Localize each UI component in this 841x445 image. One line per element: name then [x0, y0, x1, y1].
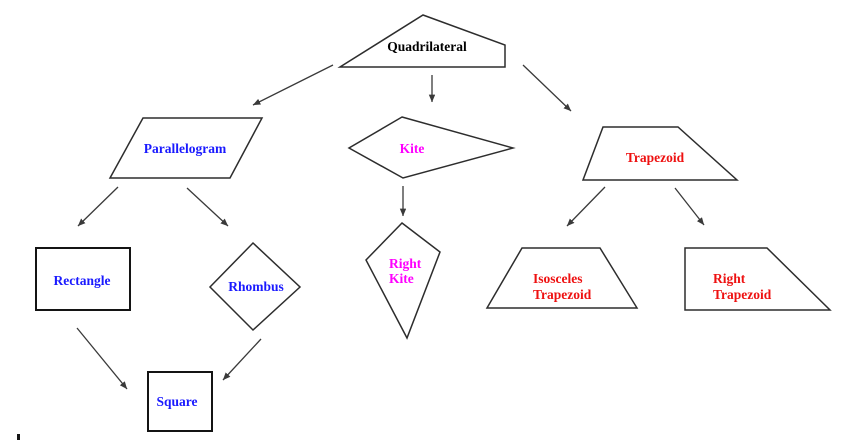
- stray-mark: [17, 434, 20, 440]
- arrow-quadrilateral-to-trapezoid: [522, 64, 572, 112]
- rhombus-label: Rhombus: [228, 279, 284, 294]
- square-shape: [147, 371, 213, 432]
- kite-label: Kite: [400, 141, 425, 156]
- right-kite-label-line2: Kite: [389, 271, 414, 286]
- arrow-parallelogram-to-rhombus: [186, 187, 229, 227]
- node-square: Square: [147, 371, 213, 432]
- parallelogram-shape: [108, 117, 264, 179]
- rectangle-shape: [35, 247, 131, 311]
- arrow-trapezoid-to-isosceles-trapezoid: [566, 186, 606, 227]
- arrow-trapezoid-to-right-trapezoid: [674, 187, 705, 226]
- isosceles-trapezoid-label-line2: Trapezoid: [533, 287, 592, 302]
- arrow-quadrilateral-to-parallelogram: [252, 64, 334, 106]
- arrow-rhombus-to-square: [222, 338, 262, 381]
- parallelogram-label: Parallelogram: [144, 141, 227, 156]
- isosceles-trapezoid-label-line1: Isosceles: [533, 271, 583, 286]
- right-trapezoid-label-line2: Trapezoid: [713, 287, 772, 302]
- node-rectangle: Rectangle: [35, 247, 131, 311]
- node-trapezoid: Trapezoid: [581, 126, 739, 181]
- rectangle-label: Rectangle: [54, 273, 111, 288]
- right-trapezoid-shape: [684, 247, 832, 311]
- node-right-kite: Right Kite: [365, 222, 441, 340]
- right-trapezoid-label-line1: Right: [713, 271, 746, 286]
- rhombus-shape: [208, 241, 302, 332]
- node-parallelogram: Parallelogram: [108, 117, 264, 179]
- right-kite-shape: [365, 222, 441, 340]
- node-right-trapezoid: Right Trapezoid: [684, 247, 832, 311]
- node-rhombus: Rhombus: [208, 241, 302, 332]
- quadrilateral-label: Quadrilateral: [387, 39, 467, 54]
- node-quadrilateral: Quadrilateral: [337, 14, 506, 68]
- square-label: Square: [156, 394, 197, 409]
- right-kite-label-line1: Right: [389, 256, 422, 271]
- trapezoid-shape: [581, 126, 739, 181]
- arrow-rectangle-to-square: [76, 327, 128, 390]
- kite-shape: [347, 116, 516, 179]
- quadrilateral-shape: [337, 14, 506, 68]
- trapezoid-label: Trapezoid: [626, 150, 685, 165]
- node-kite: Kite: [347, 116, 516, 179]
- arrow-parallelogram-to-rectangle: [77, 186, 119, 227]
- isosceles-trapezoid-shape: [485, 247, 639, 309]
- node-isosceles-trapezoid: Isosceles Trapezoid: [485, 247, 639, 309]
